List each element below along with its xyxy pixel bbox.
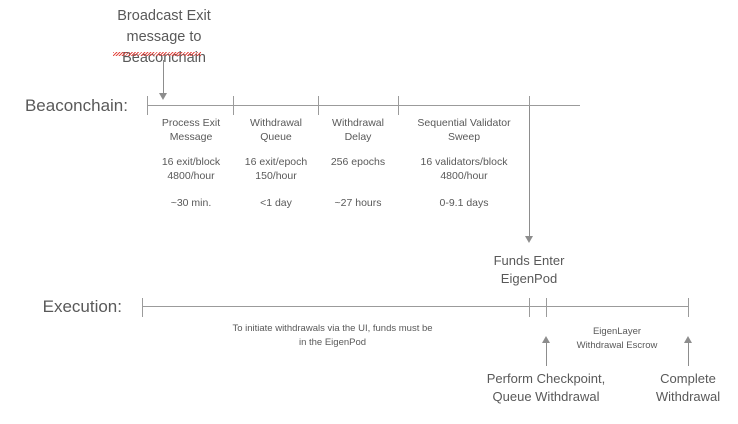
beaconchain-tick-4 <box>529 96 530 115</box>
segment-1-name: Withdrawal Queue <box>250 117 302 144</box>
segment-3-name: Sequential Validator Sweep <box>417 117 511 144</box>
execution-tick-start <box>142 298 143 317</box>
segment-0-name: Process Exit Message <box>161 117 221 144</box>
beaconchain-axis <box>147 105 580 106</box>
segment-3-duration: 0-9.1 days <box>439 197 489 209</box>
broadcast-exit-callout: Broadcast Exit message to Beaconchain <box>117 8 211 67</box>
execution-tick-funds-enter <box>529 298 530 317</box>
spellcheck-squiggle-underline <box>113 52 201 56</box>
funds-enter-arrow-shaft <box>529 106 530 239</box>
broadcast-arrow-head-icon <box>159 93 167 100</box>
segment-1-rate: 16 exit/epoch 150/hour <box>244 156 308 183</box>
perform-checkpoint-label: Perform Checkpoint, Queue Withdrawal <box>486 371 606 405</box>
execution-tick-checkpoint <box>546 298 547 317</box>
segment-2-name: Withdrawal Delay <box>332 117 384 144</box>
segment-3-rate: 16 validators/block 4800/hour <box>420 156 508 183</box>
segment-1-duration: <1 day <box>260 197 292 209</box>
complete-arrow-head-icon <box>684 336 692 343</box>
beaconchain-tick-start <box>147 96 148 115</box>
segment-0-duration: ~30 min. <box>170 197 212 209</box>
segment-2-rate: 256 epochs <box>330 156 386 168</box>
complete-withdrawal-label: Complete Withdrawal <box>655 371 721 405</box>
eigenlayer-escrow-label: EigenLayer Withdrawal Escrow <box>576 326 658 351</box>
execution-note: To initiate withdrawals via the UI, fund… <box>232 323 433 348</box>
checkpoint-arrow-shaft <box>546 342 547 366</box>
checkpoint-arrow-head-icon <box>542 336 550 343</box>
execution-axis <box>142 306 688 307</box>
execution-row-label: Execution: <box>42 297 122 316</box>
funds-enter-eigenpod-label: Funds Enter EigenPod <box>493 253 565 287</box>
beaconchain-tick-2 <box>318 96 319 115</box>
broadcast-arrow-shaft <box>163 60 164 96</box>
funds-enter-arrow-head-icon <box>525 236 533 243</box>
execution-tick-complete <box>688 298 689 317</box>
beaconchain-tick-1 <box>233 96 234 115</box>
segment-2-duration: ~27 hours <box>334 197 382 209</box>
beaconchain-row-label: Beaconchain: <box>24 96 128 115</box>
segment-0-rate: 16 exit/block 4800/hour <box>161 156 221 183</box>
beaconchain-tick-3 <box>398 96 399 115</box>
complete-arrow-shaft <box>688 342 689 366</box>
